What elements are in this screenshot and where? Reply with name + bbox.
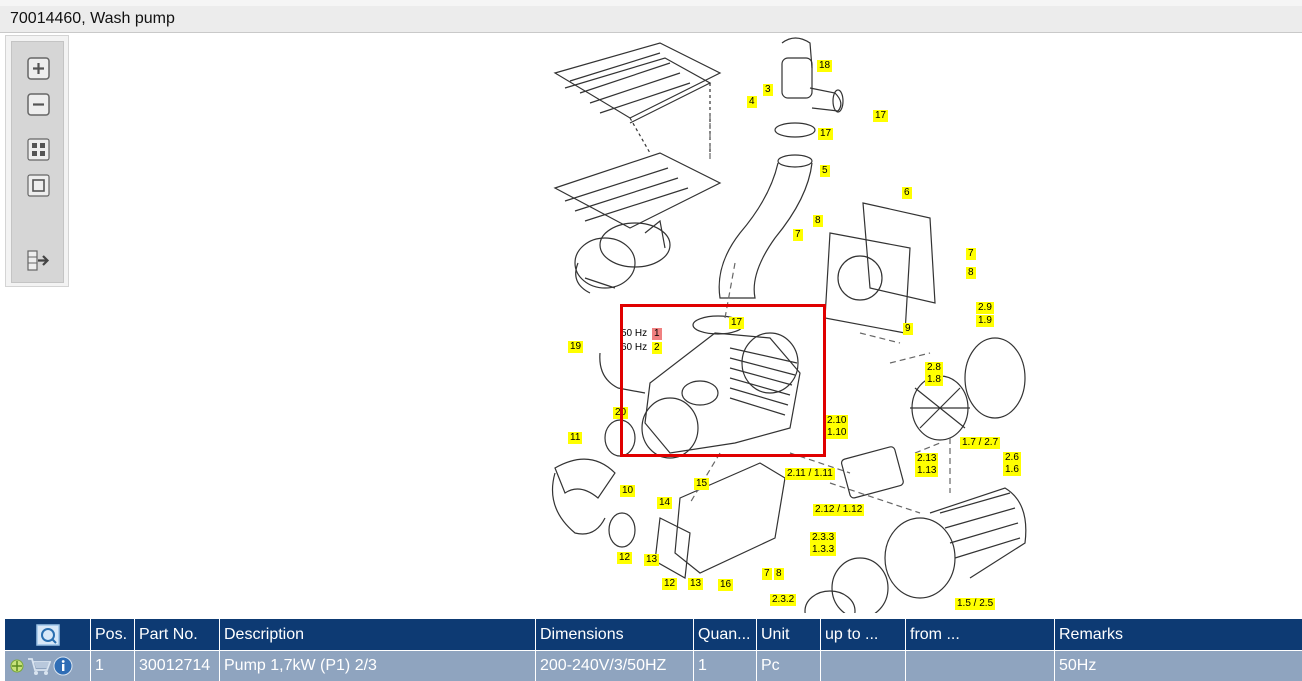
table-row[interactable]: 1 30012714 Pump 1,7kW (P1) 2/3 200-240V/… (5, 651, 1302, 681)
toggle-panel-button[interactable] (26, 248, 51, 273)
exploded-view-lineart (551, 37, 1027, 613)
part-tag[interactable]: 11 (568, 432, 583, 444)
status-icon[interactable] (9, 658, 25, 674)
cell-quantity: 1 (694, 651, 757, 681)
part-tag[interactable]: 1.10 (825, 427, 849, 439)
part-tag[interactable]: 2.13 (915, 453, 939, 465)
part-tag[interactable]: 3 (763, 84, 773, 96)
part-tag[interactable]: 9 (903, 323, 913, 335)
part-tag[interactable]: 1.6 (1003, 464, 1021, 476)
part-tag[interactable]: 1.9 (976, 315, 994, 327)
fit-window-button[interactable] (26, 173, 51, 198)
column-header-up-to[interactable]: up to ... (821, 619, 906, 650)
zoom-out-button[interactable] (26, 92, 51, 117)
part-tag[interactable]: 10 (620, 485, 636, 497)
part-tag[interactable]: 1.5 / 2.5 (955, 598, 996, 610)
part-tag[interactable]: 8 (813, 215, 823, 227)
part-tag[interactable]: 12 (662, 578, 678, 590)
row-actions (5, 651, 91, 681)
column-header-pos[interactable]: Pos. (91, 619, 135, 650)
part-tag[interactable]: 14 (657, 497, 673, 509)
zoom-in-button[interactable] (26, 56, 51, 81)
column-header-part-no[interactable]: Part No. (135, 619, 220, 650)
part-tag[interactable]: 2.10 (825, 415, 849, 427)
part-tag[interactable]: 2.3.2 (770, 594, 797, 606)
part-tag[interactable]: 20 (613, 407, 629, 419)
shopping-cart-icon[interactable] (27, 656, 51, 676)
frequency-label: 50 Hz (621, 328, 648, 339)
cell-from (906, 651, 1055, 681)
part-tag[interactable]: 7 (762, 568, 772, 580)
column-header-from[interactable]: from ... (906, 619, 1055, 650)
part-tag[interactable]: 17 (873, 110, 889, 122)
part-tag[interactable]: 2.11 / 1.11 (785, 468, 835, 480)
parts-list-grid: Pos. Part No. Description Dimensions Qua… (5, 617, 1302, 681)
cell-up-to (821, 651, 906, 681)
part-tag[interactable]: 7 (793, 229, 803, 241)
cell-pos: 1 (91, 651, 135, 681)
part-tag[interactable]: 2.6 (1003, 452, 1021, 464)
column-header-description[interactable]: Description (220, 619, 536, 650)
column-header-quantity[interactable]: Quan... (694, 619, 757, 650)
part-tag[interactable]: 8 (966, 267, 976, 279)
image-view-icon (35, 623, 60, 646)
cell-part-no: 30012714 (135, 651, 220, 681)
cell-dimensions: 200-240V/3/50HZ (536, 651, 694, 681)
part-tag[interactable]: 12 (617, 552, 633, 564)
part-tag[interactable]: 17 (729, 317, 745, 329)
part-tag[interactable]: 6 (902, 187, 912, 199)
part-tag[interactable]: 5 (820, 165, 830, 177)
zoom-out-icon (27, 93, 50, 116)
frequency-label: 60 Hz (621, 342, 648, 353)
part-tag-selected[interactable]: 1 (652, 328, 662, 340)
column-header-unit[interactable]: Unit (757, 619, 821, 650)
exploded-view-drawing[interactable]: 18 3 4 17 17 5 6 8 7 7 8 2.9 1.9 17 9 50… (70, 33, 1302, 613)
part-tag[interactable]: 8 (774, 568, 784, 580)
zoom-in-icon (27, 57, 50, 80)
fit-window-icon (27, 174, 50, 197)
part-tag[interactable]: 13 (644, 554, 660, 566)
part-tag[interactable]: 16 (718, 579, 734, 591)
part-tag[interactable]: 2.12 / 1.12 (813, 504, 865, 516)
part-tag[interactable]: 19 (568, 341, 584, 353)
part-tag[interactable]: 15 (694, 478, 710, 490)
part-tag[interactable]: 18 (817, 60, 833, 72)
part-tag[interactable]: 2 (652, 342, 662, 354)
part-tag[interactable]: 2.3.3 (810, 532, 837, 544)
part-tag[interactable]: 2.9 (976, 302, 994, 314)
part-tag[interactable]: 13 (688, 578, 704, 590)
column-header-remarks[interactable]: Remarks (1059, 625, 1124, 643)
cell-description: Pump 1,7kW (P1) 2/3 (220, 651, 536, 681)
window-title: 70014460, Wash pump (10, 10, 175, 27)
column-header-actions[interactable] (5, 619, 91, 650)
part-tag[interactable]: 1.7 / 2.7 (960, 437, 1001, 449)
toolbar-panel (11, 41, 64, 283)
part-tag[interactable]: 7 (966, 248, 976, 260)
column-header-dimensions[interactable]: Dimensions (536, 619, 694, 650)
grid-header: Pos. Part No. Description Dimensions Qua… (5, 619, 1302, 650)
cell-remarks: 50Hz (1059, 657, 1097, 674)
toggle-panel-icon (27, 250, 50, 271)
fit-all-icon (27, 138, 50, 161)
part-tag[interactable]: 1.13 (915, 465, 939, 477)
info-icon[interactable] (53, 656, 73, 676)
fit-all-button[interactable] (26, 137, 51, 162)
part-tag[interactable]: 1.3.3 (810, 544, 837, 556)
part-tag[interactable]: 1.8 (925, 374, 943, 386)
part-tag[interactable]: 17 (818, 128, 834, 140)
part-tag[interactable]: 4 (747, 96, 757, 108)
cell-unit: Pc (757, 651, 821, 681)
part-tag[interactable]: 2.8 (925, 362, 943, 374)
window-title-bar: 70014460, Wash pump (0, 0, 1302, 33)
drawing-toolbar (5, 35, 69, 287)
